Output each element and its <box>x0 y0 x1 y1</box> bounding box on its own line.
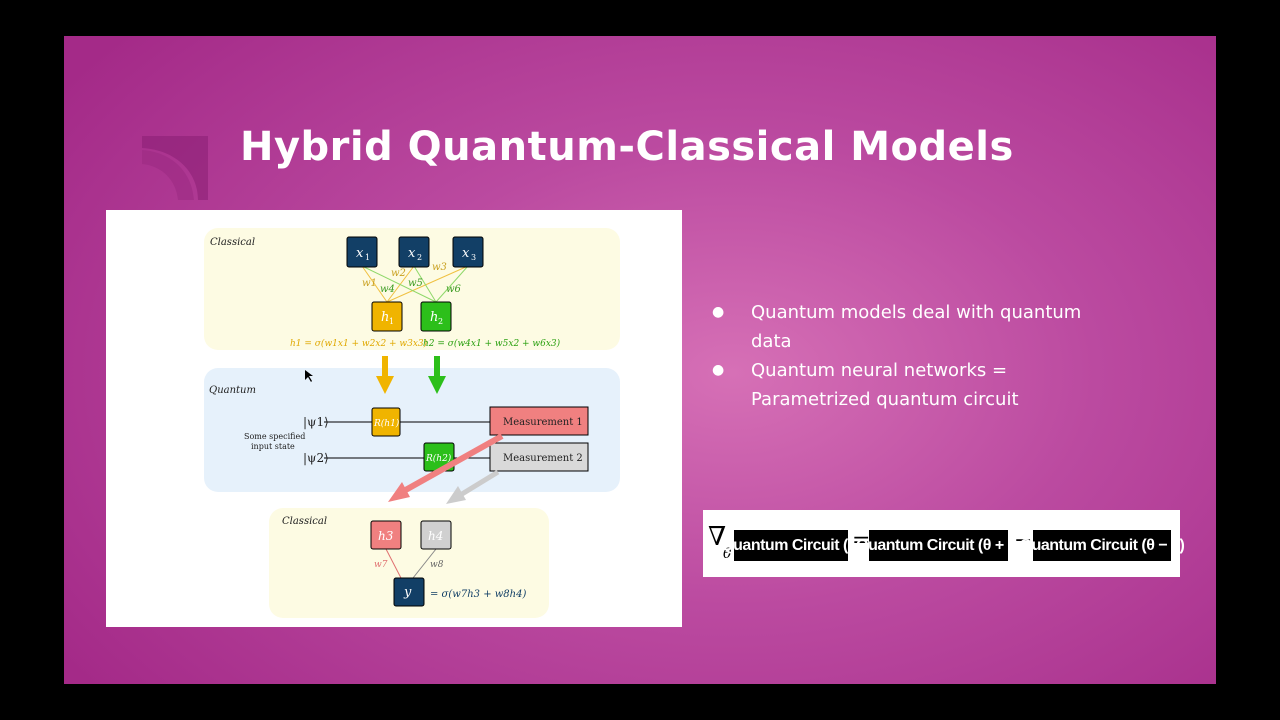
w7-label: w7 <box>374 560 388 570</box>
green-down-arrow <box>428 356 446 394</box>
nabla-symbol: ∇ <box>708 522 727 552</box>
h2-equation: h2 = σ(w4x1 + w5x2 + w6x3) <box>423 338 561 349</box>
h1-label: h <box>381 310 389 325</box>
classical-top-label: Classical <box>210 237 255 248</box>
psi2-label: |ψ2⟩ <box>303 451 329 465</box>
h2-label: h <box>430 310 438 325</box>
bullet-text: Quantum neural networks = Parametrized q… <box>751 360 1019 410</box>
input-node-x1: x 1 <box>346 236 378 268</box>
measurement1-label: Measurement 1 <box>503 417 583 428</box>
classical-top-region <box>204 228 620 350</box>
h2-sub: 2 <box>438 317 443 326</box>
parameter-shift-formula: ∇ θ Quantum Circuit (θ) = Quantum Circui… <box>703 510 1185 577</box>
gate2-label: R(h2) <box>425 453 452 464</box>
x1-sub: 1 <box>365 253 370 262</box>
w8-connection <box>412 548 437 579</box>
x1-label: x <box>356 246 364 261</box>
output-node-y: y <box>393 577 425 607</box>
quantum-circuit-term-3: Quantum Circuit (θ − s) <box>1020 530 1185 561</box>
gate1-label: R(h1) <box>373 418 400 429</box>
gate-r-h1: R(h1) <box>371 407 401 437</box>
measurement-2-box: Measurement 2 <box>489 442 589 472</box>
quantum-label: Quantum <box>209 385 256 396</box>
slide-title: Hybrid Quantum-Classical Models <box>240 124 1014 170</box>
gray-diagonal-arrow <box>446 469 500 504</box>
quantum-circuit-term-1: Quantum Circuit (θ) <box>721 530 861 561</box>
x2-label: x <box>408 246 416 261</box>
quantum-circuit-term-2: Quantum Circuit (θ + s) <box>856 530 1021 561</box>
x2-sub: 2 <box>417 253 422 262</box>
slide: Hybrid Quantum-Classical Models Classica… <box>64 36 1216 684</box>
classical-bottom-region <box>269 508 549 618</box>
y-label: y <box>403 585 412 600</box>
bullet-item: ● Quantum models deal with quantum data <box>706 298 1126 356</box>
h1-sub: 1 <box>389 317 394 326</box>
input-node-x2: x 2 <box>398 236 430 268</box>
yellow-down-arrow <box>376 356 394 394</box>
hidden-node-h2: h 2 <box>420 301 452 332</box>
logo-mark-icon <box>142 136 208 200</box>
measurement-1-box: Measurement 1 <box>489 406 589 436</box>
w3-label: w3 <box>432 262 447 273</box>
hidden-node-h4: h4 <box>420 520 452 550</box>
bullet-list: ● Quantum models deal with quantum data … <box>706 298 1126 414</box>
top-connections <box>361 265 469 303</box>
w6-label: w6 <box>446 284 462 295</box>
bullet-text: Quantum models deal with quantum data <box>751 302 1082 352</box>
hidden-node-h3: h3 <box>370 520 402 550</box>
h1-equation: h1 = σ(w1x1 + w2x2 + w3x3) <box>290 338 428 349</box>
equals-sign: = <box>852 528 871 553</box>
input-state-line1: Some specified <box>244 432 305 441</box>
hybrid-model-diagram: Classical Quantum Classical w1 w2 w3 w4 … <box>106 210 682 627</box>
x3-label: x <box>462 246 470 261</box>
y-equation: = σ(w7h3 + w8h4) <box>430 589 526 600</box>
top-weight-labels: w1 w2 w3 w4 w5 w6 <box>362 262 462 295</box>
w1-label: w1 <box>362 278 377 289</box>
theta-subscript: θ <box>723 546 732 562</box>
input-node-x3: x 3 <box>452 236 484 268</box>
minus-sign: − <box>1014 528 1033 553</box>
w4-label: w4 <box>380 284 395 295</box>
bullet-item: ● Quantum neural networks = Parametrized… <box>706 356 1126 414</box>
h3-label: h3 <box>378 529 394 543</box>
w5-label: w5 <box>408 278 423 289</box>
w2-label: w2 <box>391 268 406 279</box>
input-state-line2: input state <box>251 442 295 451</box>
measurement2-label: Measurement 2 <box>503 453 583 464</box>
bullet-dot: ● <box>712 304 725 320</box>
mouse-cursor-icon <box>305 370 313 382</box>
w7-connection <box>385 548 402 579</box>
x3-sub: 3 <box>471 253 476 262</box>
h4-label: h4 <box>428 529 443 543</box>
w8-label: w8 <box>430 560 444 570</box>
bullet-dot: ● <box>712 362 725 378</box>
hidden-node-h1: h 1 <box>371 301 403 332</box>
red-diagonal-arrow <box>388 433 504 502</box>
diagram-canvas: Classical Quantum Classical w1 w2 w3 w4 … <box>204 228 620 618</box>
psi1-label: |ψ1⟩ <box>303 415 329 429</box>
classical-bottom-label: Classical <box>282 516 327 527</box>
